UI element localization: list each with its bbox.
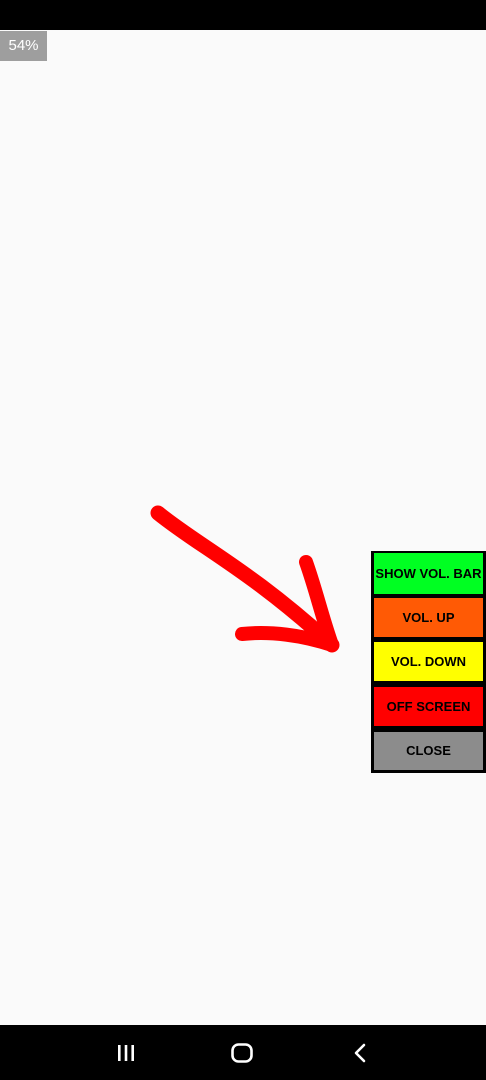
vol-down-button[interactable]: VOL. DOWN xyxy=(374,642,483,681)
status-bar xyxy=(0,0,486,30)
vol-up-button[interactable]: VOL. UP xyxy=(374,598,483,637)
percent-badge: 54% xyxy=(0,31,47,61)
off-screen-button[interactable]: OFF SCREEN xyxy=(374,687,483,726)
volume-panel: SHOW VOL. BAR VOL. UP VOL. DOWN OFF SCRE… xyxy=(371,551,486,773)
red-arrow-icon xyxy=(150,505,340,653)
recents-icon[interactable] xyxy=(96,1025,156,1080)
home-icon[interactable] xyxy=(212,1025,272,1080)
back-icon[interactable] xyxy=(330,1025,390,1080)
close-button[interactable]: CLOSE xyxy=(374,732,483,770)
show-vol-bar-button[interactable]: SHOW VOL. BAR xyxy=(374,553,483,594)
navigation-bar xyxy=(0,1025,486,1080)
